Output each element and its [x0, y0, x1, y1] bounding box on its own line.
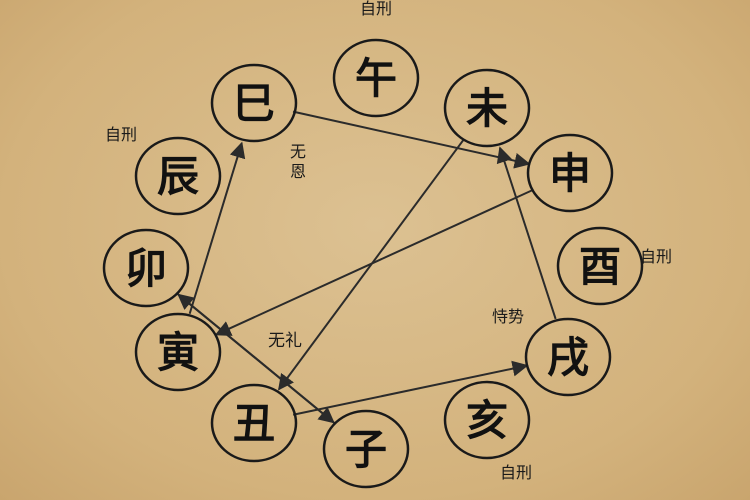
relation-arrow-wei-chou	[278, 139, 465, 391]
branch-char: 辰	[157, 152, 199, 201]
branch-node-mao: 卯	[102, 228, 190, 308]
note-self-punish-chen: 自刑	[105, 125, 137, 144]
branch-circle	[332, 38, 420, 118]
relation-arrow-yin-si	[188, 141, 246, 315]
branch-circle	[556, 226, 644, 306]
note-no-courtesy: 无礼	[268, 331, 302, 351]
note-self-punish-hai: 自刑	[500, 463, 532, 482]
branch-node-wei: 未	[443, 68, 531, 148]
branch-char: 午	[355, 54, 397, 103]
branch-node-zi: 子	[322, 409, 410, 489]
branch-node-hai: 亥	[443, 380, 531, 460]
branch-node-chou: 丑	[210, 383, 298, 463]
branch-circle	[524, 317, 612, 397]
branch-node-yin: 寅	[134, 312, 222, 392]
branch-char: 丑	[233, 399, 275, 448]
branch-node-si: 巳	[210, 63, 298, 143]
branch-char: 酉	[579, 242, 621, 291]
branch-char: 未	[466, 84, 508, 133]
branch-circle	[322, 409, 410, 489]
branch-circle	[134, 136, 222, 216]
branch-circle	[443, 380, 531, 460]
branch-node-xu: 戌	[524, 317, 612, 397]
relation-arrow-si-shen	[292, 110, 531, 169]
note-no-gratitude-char: 恩	[290, 162, 306, 181]
branch-circle	[443, 68, 531, 148]
branch-char: 戌	[547, 333, 589, 382]
branch-char: 子	[345, 425, 387, 474]
branch-circle	[210, 63, 298, 143]
relation-arrow-shen-yin	[214, 188, 535, 336]
branch-node-shen: 申	[526, 133, 614, 213]
branch-circle	[526, 133, 614, 213]
note-no-gratitude-char: 无	[290, 142, 306, 161]
note-rely-on-power: 恃势	[492, 307, 524, 326]
branch-node-wu: 午	[332, 38, 420, 118]
note-self-punish-you: 自刑	[640, 247, 672, 266]
branch-char: 寅	[157, 328, 199, 377]
branch-node-you: 酉	[556, 226, 644, 306]
branch-node-chen: 辰	[134, 136, 222, 216]
branch-char: 亥	[466, 396, 508, 445]
note-no-gratitude: 无恩	[290, 142, 306, 181]
branch-char: 申	[549, 149, 591, 198]
relation-arrow-chou-xu	[292, 360, 529, 416]
branch-char: 巳	[233, 79, 275, 128]
branch-char: 卯	[125, 244, 167, 293]
note-self-punish-wu: 自刑	[360, 0, 392, 18]
relation-arrow-xu-wei	[496, 146, 557, 320]
branch-circle	[210, 383, 298, 463]
relation-arrow-mao-zi	[176, 292, 335, 424]
branch-circle	[102, 228, 190, 308]
branch-circle	[134, 312, 222, 392]
